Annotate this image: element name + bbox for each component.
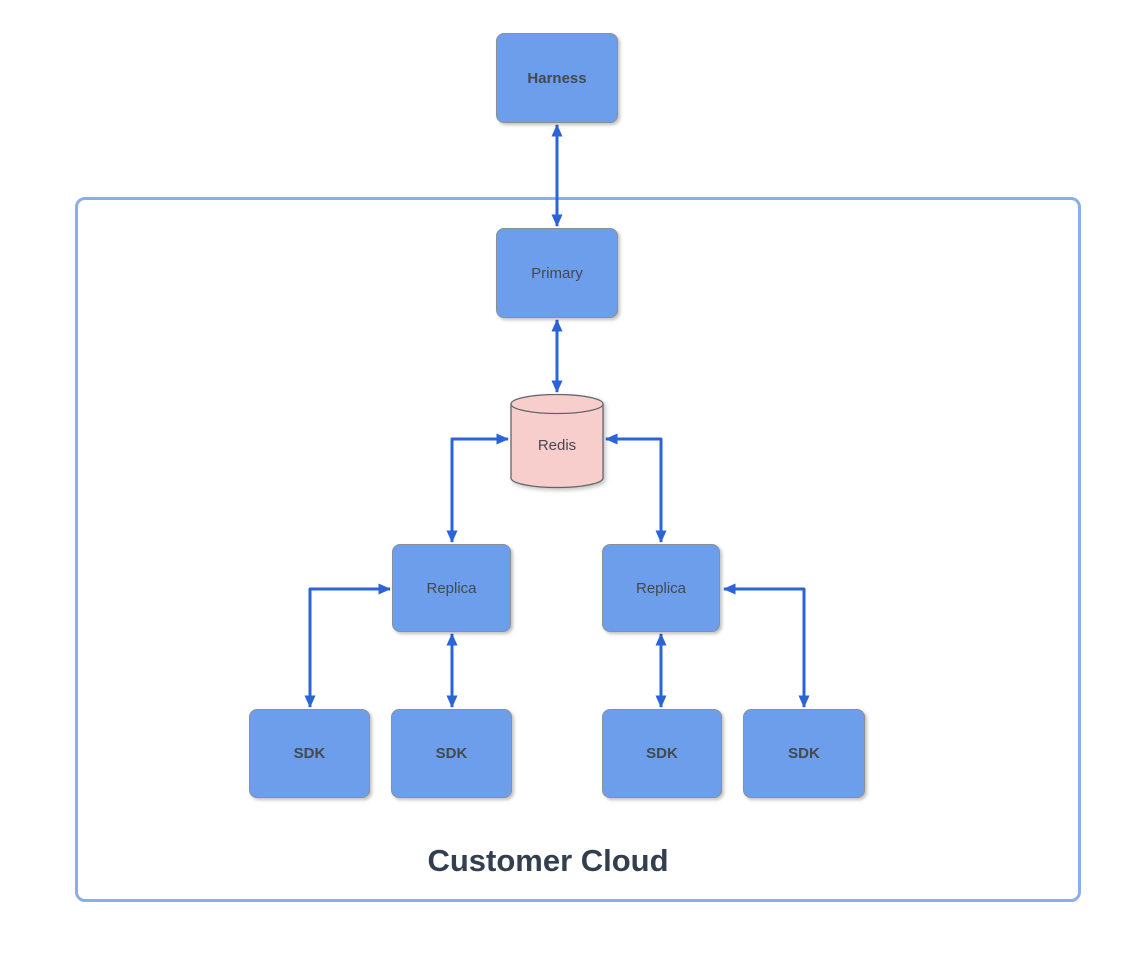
node-primary: Primary	[496, 228, 618, 318]
node-sdk-inner-left-label: SDK	[435, 745, 468, 762]
node-sdk-inner-right-label: SDK	[646, 745, 678, 762]
node-replica-right: Replica	[602, 544, 720, 632]
node-replica-right-label: Replica	[635, 579, 687, 597]
node-redis-label: Redis	[537, 437, 577, 454]
node-sdk-inner-right: SDK	[602, 709, 722, 798]
node-sdk-outer-left: SDK	[249, 709, 370, 798]
customer-cloud-container	[75, 197, 1081, 902]
node-harness: Harness	[496, 33, 618, 123]
node-replica-left-label: Replica	[426, 579, 477, 597]
node-primary-label: Primary	[531, 264, 583, 282]
node-sdk-inner-left: SDK	[391, 709, 512, 798]
cylinder-shape-icon	[510, 394, 604, 489]
node-sdk-outer-left-label: SDK	[293, 745, 326, 762]
customer-cloud-label: Customer Cloud	[427, 843, 669, 878]
node-replica-left: Replica	[392, 544, 511, 632]
node-redis: Redis	[510, 394, 604, 489]
node-harness-label: Harness	[527, 69, 587, 87]
node-sdk-outer-right: SDK	[743, 709, 865, 798]
node-sdk-outer-right-label: SDK	[788, 745, 820, 762]
